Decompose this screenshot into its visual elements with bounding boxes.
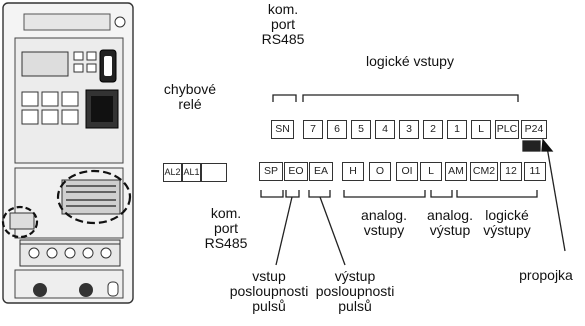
- top-terminal: 7: [303, 120, 323, 139]
- logic-outputs-label-line1: logické: [485, 207, 529, 223]
- bottom-port-label-line2: port: [213, 220, 239, 236]
- bottom-terminal: L: [420, 162, 442, 181]
- pulse-output-label: výstup posloupnosti pulsů: [310, 269, 400, 314]
- top-terminal: 4: [375, 120, 395, 139]
- relay-label-line2: relé: [178, 96, 202, 112]
- pulse-input-label-line1: vstup: [252, 268, 286, 284]
- bottom-terminal: AM: [445, 162, 467, 181]
- analog-output-label-line1: analog.: [427, 207, 473, 223]
- analog-inputs-label-line2: vstupy: [363, 222, 405, 238]
- bottom-port-label: kom. port RS485: [198, 206, 254, 251]
- analog-output-label: analog. výstup: [424, 208, 476, 238]
- bottom-port-label-line3: RS485: [204, 235, 248, 251]
- top-terminal: 1: [447, 120, 467, 139]
- top-terminal: L: [471, 120, 491, 139]
- top-port-label-line1: kom.: [267, 1, 299, 17]
- bottom-terminal: H: [342, 162, 364, 181]
- bottom-terminal: EA: [309, 162, 333, 181]
- logic-inputs-label: logické vstupy: [366, 53, 454, 69]
- relay-label: chybové relé: [150, 82, 230, 112]
- pulse-input-label: vstup posloupnosti pulsů: [224, 269, 314, 314]
- pulse-output-label-line1: výstup: [334, 268, 376, 284]
- logic-outputs-label-line2: výstupy: [483, 222, 531, 238]
- pulse-output-label-line3: pulsů: [338, 298, 372, 314]
- analog-inputs-label-line1: analog.: [361, 207, 407, 223]
- logic-outputs-label: logické výstupy: [472, 208, 542, 238]
- jumper-label: propojka: [519, 267, 573, 283]
- relay-terminal: AL2: [163, 163, 182, 182]
- top-terminal: 2: [423, 120, 443, 139]
- pulse-output-label-line2: posloupnosti: [315, 283, 395, 299]
- bottom-port-label-line1: kom.: [210, 205, 242, 221]
- bottom-terminal: OI: [396, 162, 418, 181]
- analog-output-label-line2: výstup: [429, 222, 471, 238]
- top-port-label-line2: port: [270, 16, 296, 32]
- top-terminal: 3: [399, 120, 419, 139]
- top-terminal: SN: [271, 120, 294, 139]
- bottom-terminal: O: [369, 162, 391, 181]
- relay-terminal: [201, 163, 227, 182]
- bottom-terminal: CM2: [470, 162, 498, 181]
- bottom-terminal: EO: [284, 162, 308, 181]
- top-terminal: 6: [327, 120, 347, 139]
- top-port-label-line3: RS485: [261, 31, 305, 47]
- bottom-terminal: 12: [500, 162, 522, 181]
- relay-terminal: AL1: [182, 163, 201, 182]
- top-terminal: 5: [351, 120, 371, 139]
- relay-label-line1: chybové: [163, 81, 217, 97]
- top-terminal: PLC: [495, 120, 519, 139]
- bottom-terminal: SP: [259, 162, 283, 181]
- pulse-input-label-line3: pulsů: [252, 298, 286, 314]
- analog-inputs-label: analog. vstupy: [356, 208, 412, 238]
- bottom-terminal: 11: [524, 162, 546, 181]
- top-terminal: P24: [521, 120, 547, 139]
- top-port-label: kom. port RS485: [256, 2, 310, 47]
- pulse-input-label-line2: posloupnosti: [229, 283, 309, 299]
